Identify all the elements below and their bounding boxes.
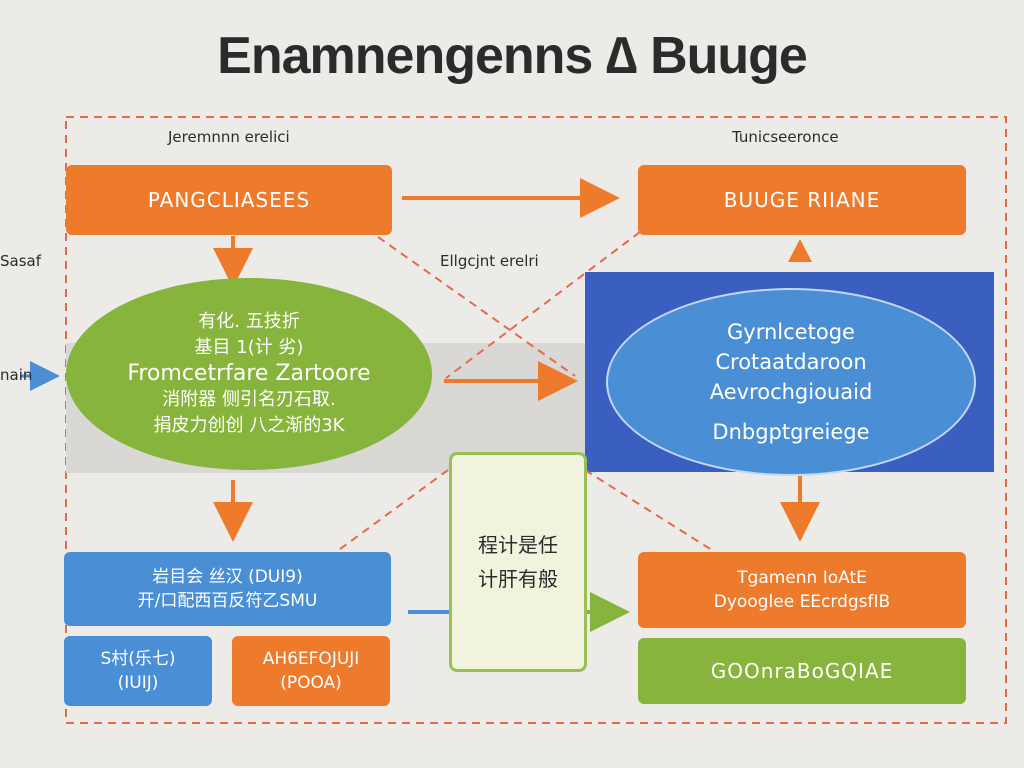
- label-top-right: Tunicseeronce: [732, 128, 839, 146]
- bottom-left-blue-line: 开/口配西百反符乙SMU: [137, 591, 318, 611]
- dashed-line-3: [335, 469, 449, 553]
- node-bottom-left-blue: 岩目会 丝汉 (DUI9) 开/口配西百反符乙SMU: [64, 552, 391, 626]
- blue-ellipse-line: Aevrochgiouaid: [709, 380, 873, 404]
- bottom-right-orange-line: Dyooglee EEcrdgsfIB: [713, 592, 891, 612]
- blue-ellipse-line: Crotaatdaroon: [715, 350, 867, 374]
- arrowhead-up: [788, 239, 812, 262]
- note-card-line: 程计是任: [478, 533, 558, 557]
- page-title: Enamnengenns ∆ Buuge: [217, 27, 808, 85]
- node-bottom-right-orange: Tgamenn IoAtE Dyooglee EEcrdgsfIB: [638, 552, 966, 628]
- node-blue-ellipse: Gyrnlcetoge Crotaatdaroon Aevrochgiouaid…: [606, 288, 976, 476]
- bottom-left-blue-line: 岩目会 丝汉 (DUI9): [152, 567, 303, 587]
- green-ellipse-line: 捐皮力创创 八之渐的3K: [153, 415, 345, 436]
- bottom-right-orange-line: Tgamenn IoAtE: [737, 568, 867, 588]
- note-card-line: 计肝有般: [478, 567, 558, 591]
- dashed-line-2: [445, 231, 641, 379]
- small-orange-line: (POOA): [280, 673, 342, 693]
- node-green-ellipse: 有化. 五技折 基目 1(计 劣) Fromcetrfare Zartoore …: [66, 278, 432, 470]
- blue-ellipse-line: Gyrnlcetoge: [727, 320, 855, 344]
- green-ellipse-line: 基目 1(计 劣): [194, 337, 304, 358]
- green-ellipse-line: Fromcetrfare Zartoore: [127, 361, 371, 386]
- dashed-line-1: [377, 236, 576, 377]
- blue-ellipse-line: Dnbgptgreiege: [712, 420, 870, 444]
- node-bottom-right-green: GOOnraBoGQIAE: [638, 638, 966, 704]
- node-small-blue: S村(乐七) (IUIJ): [64, 636, 212, 706]
- small-orange-line: AH6EFOJUJI: [262, 649, 360, 669]
- green-ellipse-line: 有化. 五技折: [198, 311, 300, 332]
- label-side-top: Sasaf: [0, 252, 42, 270]
- label-top-left: Jeremnnn erelici: [168, 128, 290, 146]
- node-top-left: PANGCLIASEES: [66, 165, 392, 235]
- dashed-line-4: [584, 469, 716, 553]
- node-top-right: BUUGE RIIANE: [638, 165, 966, 235]
- node-small-orange: AH6EFOJUJI (POOA): [232, 636, 390, 706]
- label-side-mid: nain: [0, 366, 33, 384]
- node-note-card: 程计是任 计肝有般: [449, 452, 587, 672]
- label-center: Ellgcjnt erelri: [440, 252, 539, 270]
- small-blue-line: (IUIJ): [117, 673, 159, 693]
- green-ellipse-line: 消附器 侧引名刃石取.: [162, 389, 336, 410]
- small-blue-line: S村(乐七): [100, 649, 176, 669]
